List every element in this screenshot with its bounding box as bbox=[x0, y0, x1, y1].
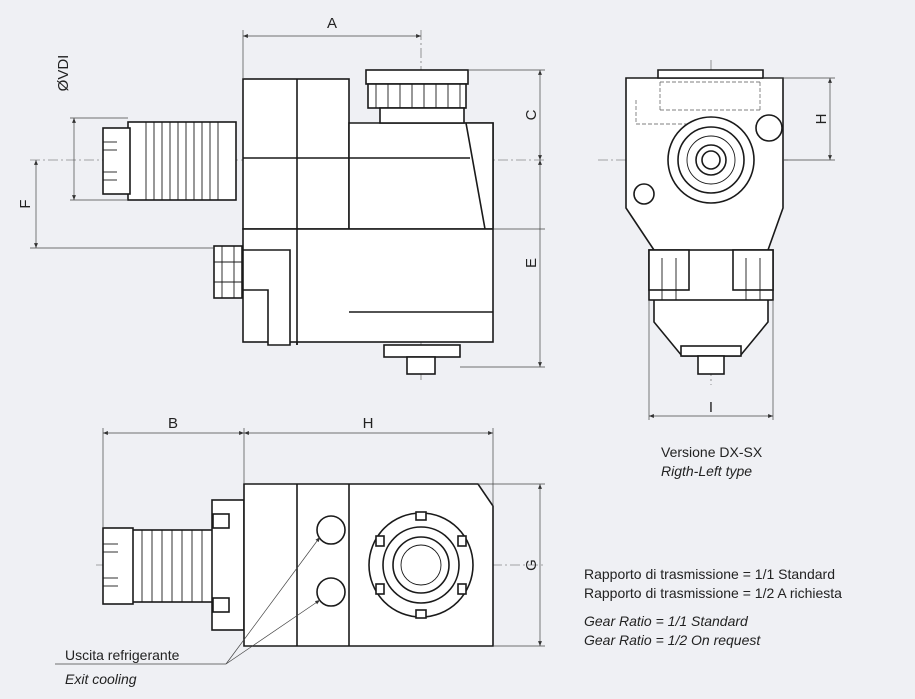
dim-label-e: E bbox=[523, 258, 540, 268]
cooling-label-it: Uscita refrigerante bbox=[65, 647, 180, 663]
ratio-it-line1: Rapporto di trasmissione = 1/1 Standard bbox=[584, 566, 835, 582]
dim-label-h-top: H bbox=[813, 114, 830, 125]
shank-threads bbox=[145, 122, 219, 200]
dim-label-g: G bbox=[523, 559, 540, 571]
ratio-en-line1: Gear Ratio = 1/1 Standard bbox=[584, 613, 748, 629]
dim-label-a: A bbox=[327, 15, 337, 32]
cooling-label-en: Exit cooling bbox=[65, 671, 137, 687]
dim-label-i: I bbox=[709, 399, 713, 416]
right-view bbox=[598, 60, 835, 420]
version-subtitle: Rigth-Left type bbox=[661, 463, 753, 479]
ratio-it-line2: Rapporto di trasmissione = 1/2 A richies… bbox=[584, 585, 842, 601]
dim-label-f: F bbox=[17, 199, 34, 208]
version-title: Versione DX-SX bbox=[661, 444, 763, 460]
dim-label-c: C bbox=[523, 109, 540, 120]
ratio-en-line2: Gear Ratio = 1/2 On request bbox=[584, 632, 761, 648]
front-view bbox=[30, 30, 545, 380]
dim-label-vdi: ØVDI bbox=[55, 55, 72, 92]
dim-label-h-bottom: H bbox=[363, 415, 374, 432]
dim-label-b: B bbox=[168, 415, 178, 432]
top-view bbox=[55, 428, 545, 665]
